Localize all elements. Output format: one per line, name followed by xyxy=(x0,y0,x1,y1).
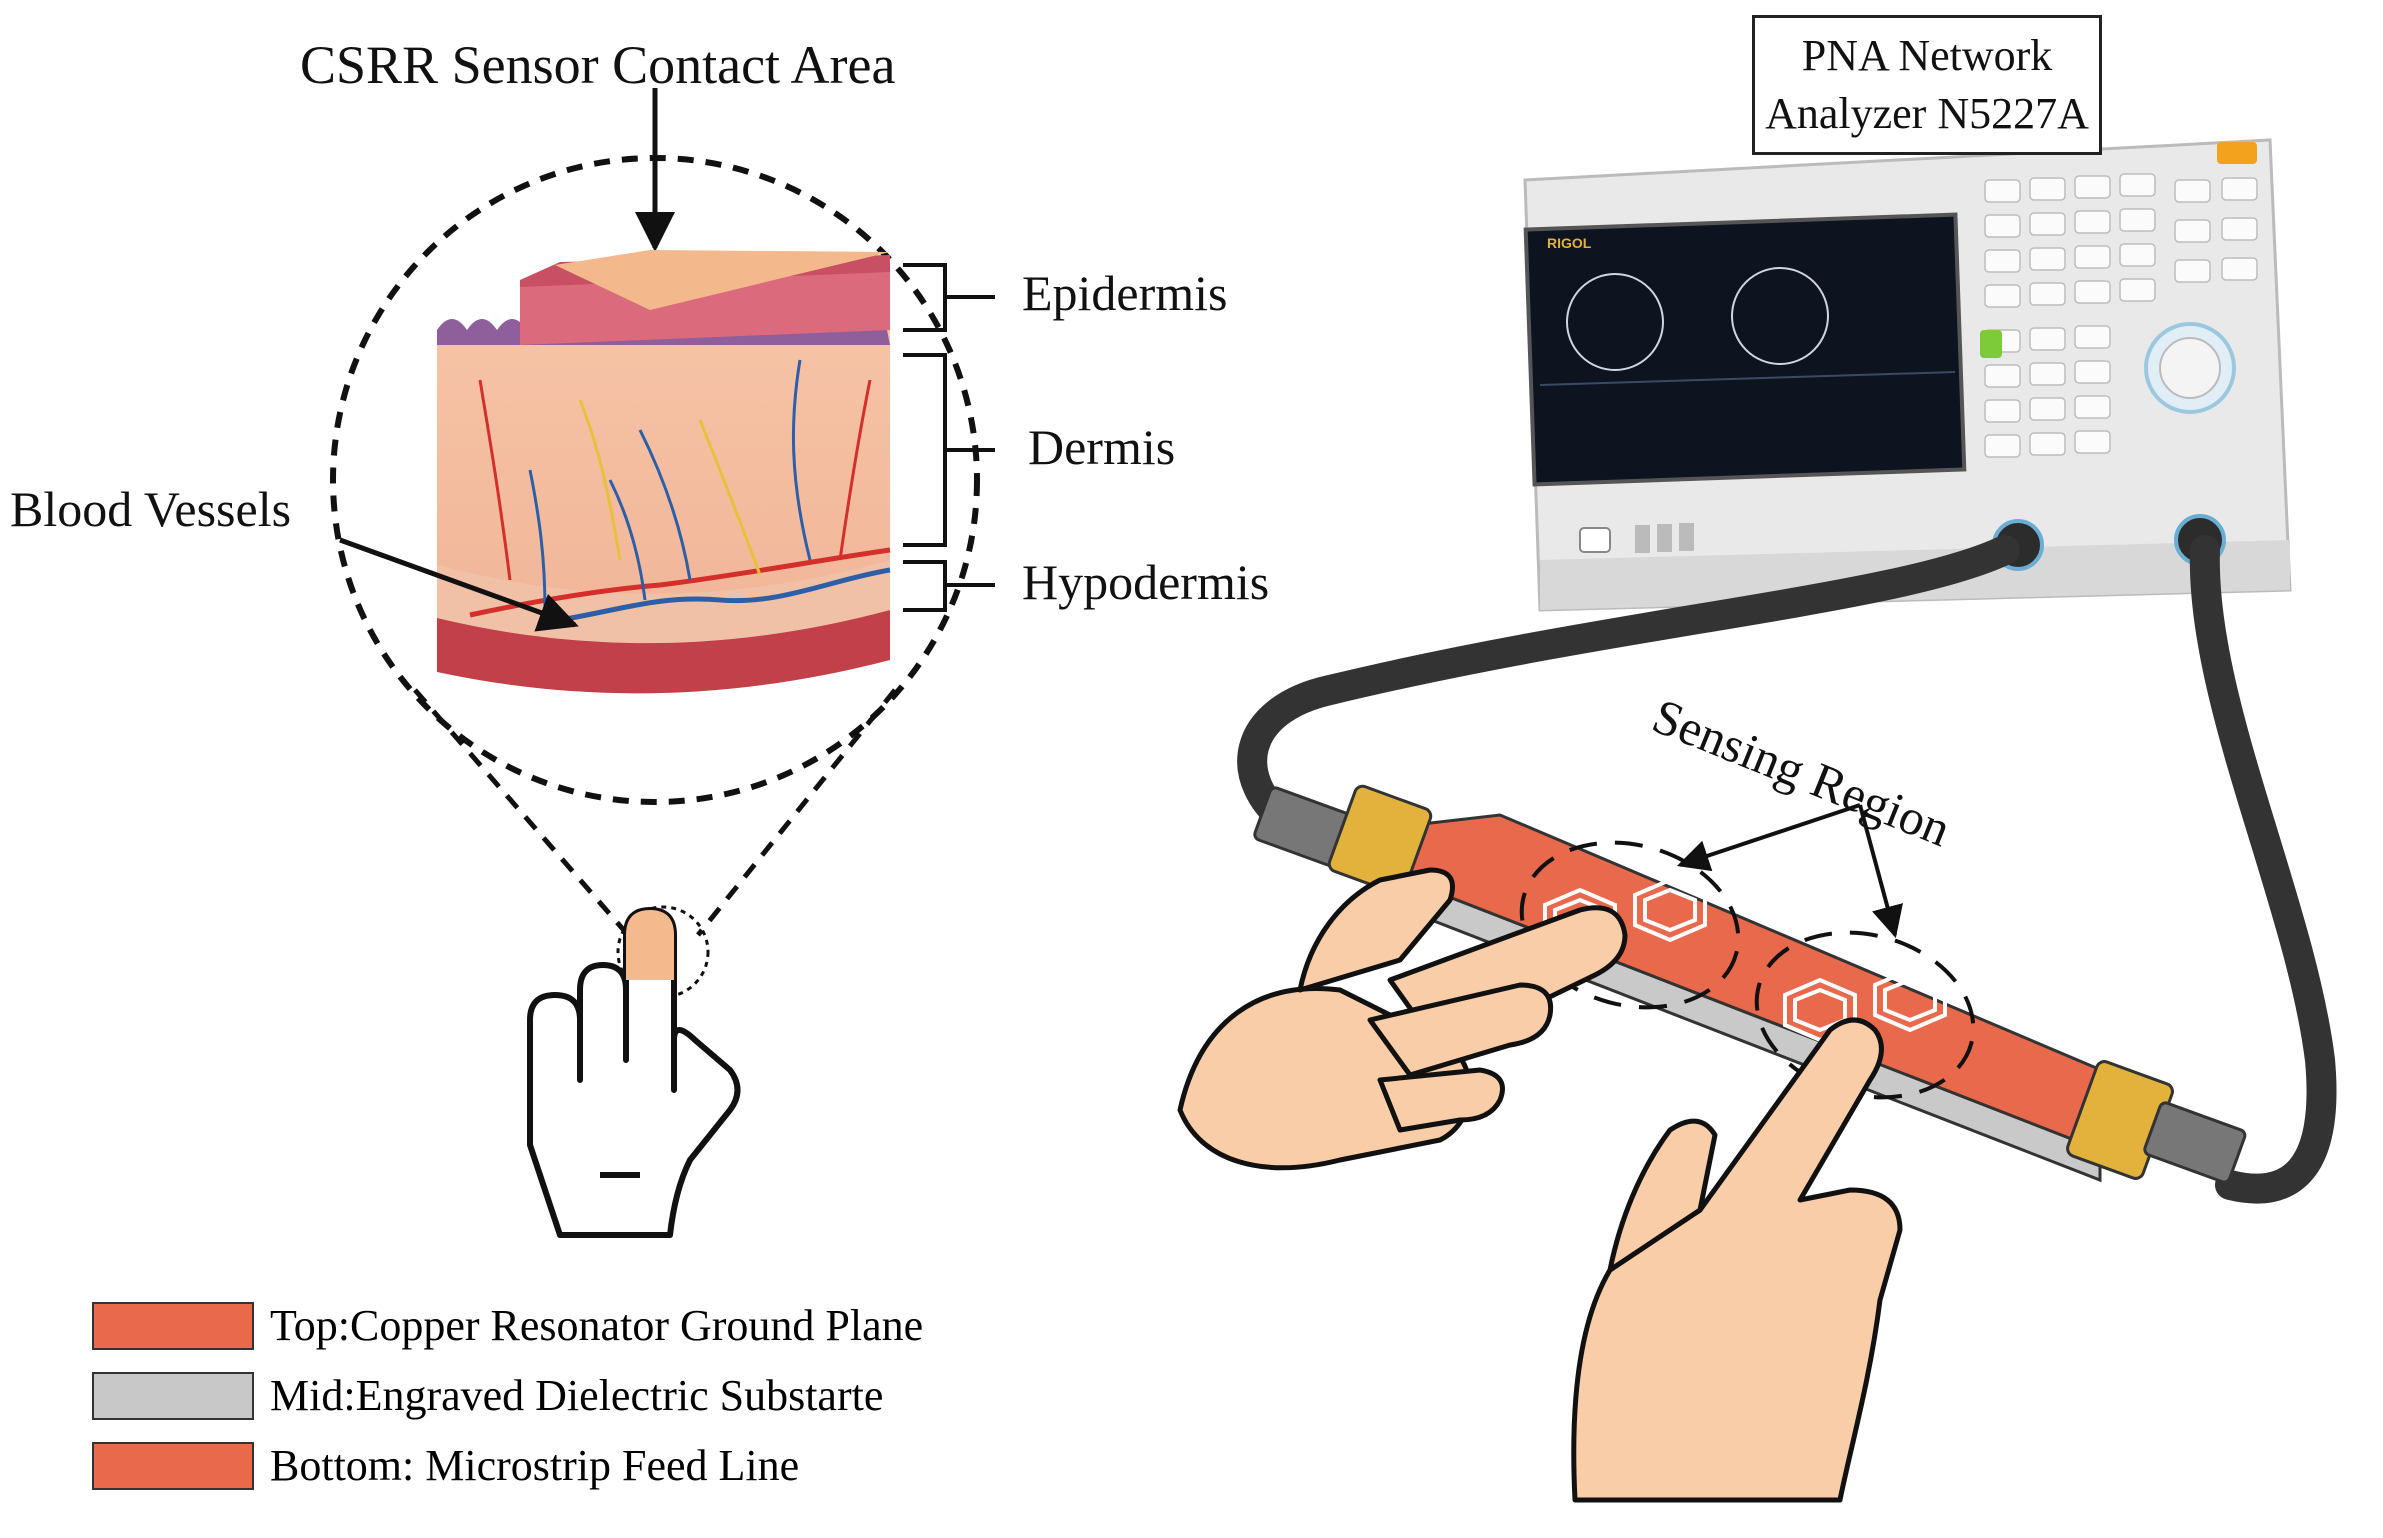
blood-vessel-arrow xyxy=(339,537,579,632)
pna-line-2: Analyzer N5227A xyxy=(1765,89,2089,138)
sensing-arrows xyxy=(1676,803,1903,939)
legend-text-top: Top:Copper Resonator Ground Plane xyxy=(270,1301,924,1350)
analyzer-keypad xyxy=(1984,173,2258,458)
sma-connector-left xyxy=(1253,784,1433,896)
sensing-region-1 xyxy=(1519,840,1741,1010)
pna-line-1: PNA Network xyxy=(1801,31,2053,80)
smith-chart-left xyxy=(1566,273,1664,371)
brand-logo: RIGOL xyxy=(1547,235,1592,251)
legend-text-bottom: Bottom: Microstrip Feed Line xyxy=(270,1441,800,1490)
skin-magnifier xyxy=(330,88,995,999)
cable-left xyxy=(1237,535,2020,840)
magnifier-link-right xyxy=(696,688,897,937)
epidermis-label: Epidermis xyxy=(1022,265,1228,321)
legend-swatch-mid xyxy=(92,1371,254,1420)
magnifier-circle xyxy=(330,155,980,805)
legend-item-top: Top:Copper Resonator Ground Plane xyxy=(92,1300,923,1351)
skin-block xyxy=(437,250,891,694)
right-hand xyxy=(1571,1017,1903,1503)
smith-chart-right xyxy=(1731,267,1829,365)
blood-vessels-label: Blood Vessels xyxy=(10,481,292,537)
legend-item-bottom: Bottom: Microstrip Feed Line xyxy=(92,1440,799,1491)
legend-item-mid: Mid:Engraved Dielectric Substarte xyxy=(92,1370,883,1421)
legend-swatch-top xyxy=(92,1301,254,1350)
legend-text-mid: Mid:Engraved Dielectric Substarte xyxy=(270,1371,884,1420)
left-hand xyxy=(1177,867,1628,1171)
dermis-label: Dermis xyxy=(1028,419,1176,475)
legend-swatch-bottom xyxy=(92,1441,254,1490)
layer-brackets xyxy=(903,263,995,612)
pointing-hand-icon xyxy=(527,907,741,1238)
csrr-contact-label: CSRR Sensor Contact Area xyxy=(300,35,896,95)
sma-connector-right xyxy=(2066,1060,2247,1184)
cable-right xyxy=(2189,535,2337,1204)
hypodermis-label: Hypodermis xyxy=(1022,554,1270,610)
pna-analyzer-box: PNA Network Analyzer N5227A xyxy=(1752,15,2102,155)
network-analyzer: RIGOL xyxy=(1523,138,2292,612)
